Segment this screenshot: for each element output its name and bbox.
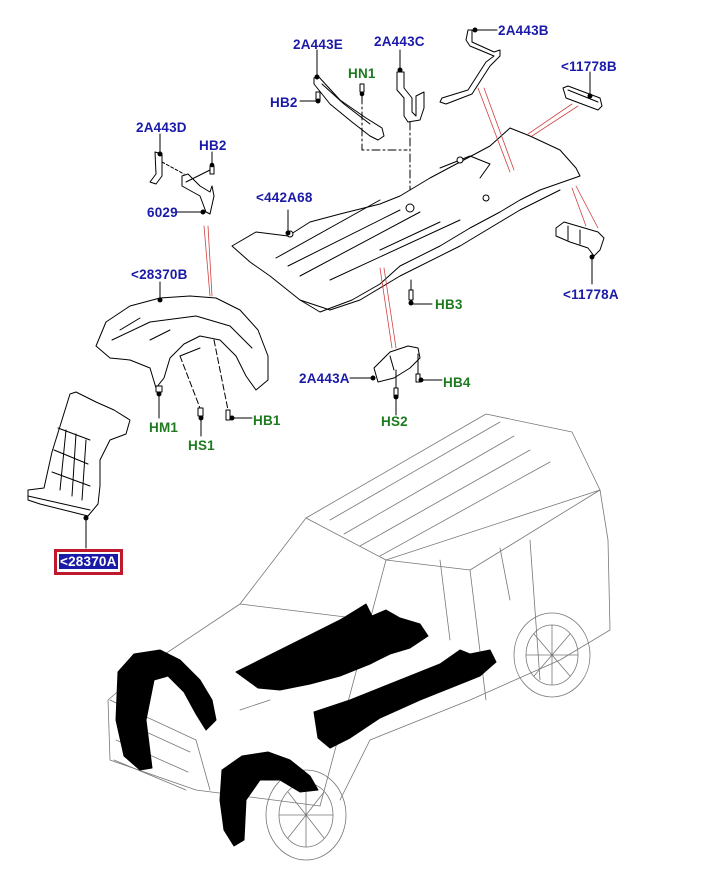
leader-dot: [200, 209, 206, 215]
label-11778B[interactable]: <11778B: [561, 59, 617, 74]
assembly-line-HN1: [361, 95, 408, 151]
vehicle-front-wheel-arch-liner-right: [219, 751, 319, 847]
leader-dot: [370, 375, 376, 381]
label-28370B[interactable]: <28370B: [131, 267, 188, 282]
label-11778A[interactable]: <11778A: [563, 287, 619, 302]
part-11778A[interactable]: [555, 221, 605, 257]
bracket-6029[interactable]: [181, 173, 215, 215]
label-28370A[interactable]: <28370A: [59, 554, 118, 569]
assembly-line: [213, 339, 229, 411]
label-HB1[interactable]: HB1: [253, 413, 281, 428]
label-442A68[interactable]: <442A68: [256, 190, 313, 205]
leader-dot: [285, 230, 291, 236]
label-HB3[interactable]: HB3: [435, 297, 463, 312]
leader-dot: [472, 27, 478, 33]
bolt-HB3: [408, 289, 414, 306]
vehicle-front-wheel-arch-liner-left: [115, 649, 217, 771]
nut-HN1: [359, 83, 365, 97]
label-2A443E[interactable]: 2A443E: [293, 37, 343, 52]
vehicle-underbody-front-shield: [235, 603, 429, 691]
label-6029[interactable]: 6029: [147, 205, 178, 220]
leader-dot: [587, 93, 593, 99]
bracket-2A443D[interactable]: [149, 151, 163, 185]
fastener-HM1: [155, 385, 163, 397]
label-2A443A[interactable]: 2A443A: [299, 371, 350, 386]
label-HS1[interactable]: HS1: [188, 438, 215, 453]
label-HB2-left[interactable]: HB2: [199, 138, 227, 153]
leader-dot: [397, 67, 403, 73]
bracket-2A443A[interactable]: [373, 345, 421, 383]
assembly-line: [185, 169, 211, 183]
label-HB2-top[interactable]: HB2: [270, 95, 298, 110]
leader-dot: [589, 254, 595, 260]
label-2A443C[interactable]: 2A443C: [374, 34, 425, 49]
label-2A443D[interactable]: 2A443D: [136, 120, 187, 135]
leader-dot: [157, 297, 163, 303]
vehicle-underbody-rear-shield: [313, 649, 497, 749]
label-HB4[interactable]: HB4: [443, 375, 471, 390]
bracket-2A443E[interactable]: [313, 75, 385, 141]
bracket-2A443C[interactable]: [396, 71, 425, 123]
assembly-line: [179, 355, 201, 409]
leader-dot: [314, 74, 320, 80]
part-442A68-underbody-shield[interactable]: [231, 127, 581, 313]
part-11778B[interactable]: [562, 85, 603, 111]
leader-dot: [157, 151, 163, 157]
highlighted-part-box[interactable]: <28370A: [54, 549, 123, 575]
bracket-2A443B[interactable]: [439, 29, 501, 105]
part-28370A-wheel-arch-liner[interactable]: [27, 391, 131, 517]
label-HN1[interactable]: HN1: [348, 66, 376, 81]
assembly-line: [161, 161, 185, 175]
bolt-HB1: [225, 409, 235, 421]
label-2A443B[interactable]: 2A443B: [498, 23, 549, 38]
vehicle-highlighted-parts: [115, 603, 497, 847]
part-28370B-wheel-arch-liner[interactable]: [95, 295, 269, 391]
leader-dot: [83, 515, 89, 521]
label-HS2[interactable]: HS2: [381, 414, 408, 429]
bolt-HB2-left: [209, 162, 215, 175]
fastener-HS1: [197, 407, 204, 421]
label-HM1[interactable]: HM1: [149, 420, 179, 435]
explode-lines: [203, 87, 599, 349]
bolt-HB2-top: [315, 91, 321, 104]
